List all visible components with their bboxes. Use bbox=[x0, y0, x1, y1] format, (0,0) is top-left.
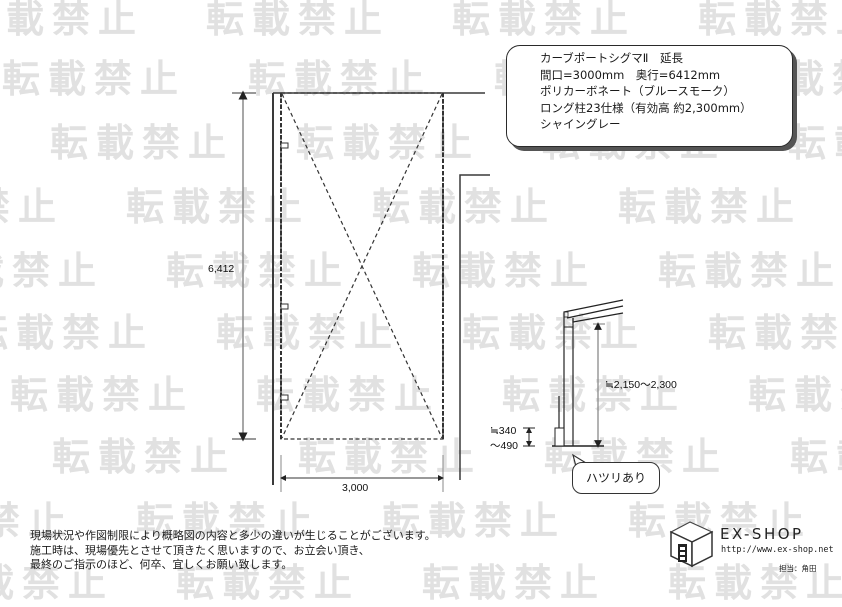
carport-roof-outline bbox=[280, 92, 444, 440]
step-label-min: ≒340 bbox=[490, 425, 517, 437]
step-label-max: ～490 bbox=[490, 440, 519, 452]
width-label: 3,000 bbox=[342, 482, 369, 494]
spec-roof-material: ポリカーボネート（ブルースモーク） bbox=[540, 84, 735, 98]
plan-view bbox=[232, 90, 490, 492]
spec-post-type: ロング柱23仕様（有効高 約2,300mm） bbox=[540, 100, 752, 115]
logo-url: http://www.ex-shop.net bbox=[721, 545, 834, 555]
staff-label: 担当：角田 bbox=[779, 564, 817, 573]
logo-name: EX-SHOP bbox=[720, 525, 804, 543]
hatsuri-callout: ハツリあり bbox=[572, 462, 660, 494]
post-marker bbox=[280, 142, 289, 149]
post-marker bbox=[280, 303, 289, 310]
depth-label: 6,412 bbox=[208, 263, 235, 275]
note-line: 現場状況や作図制限により概略図の内容と多少の違いが生じることがございます。 bbox=[30, 529, 436, 542]
curb bbox=[554, 427, 565, 447]
post-marker bbox=[280, 394, 289, 401]
roof-beam-bottom bbox=[572, 312, 624, 323]
right-boundary-wall bbox=[459, 174, 490, 480]
note-line: 施工時は、現場優先とさせて頂きたく思いますので、お立会い頂き、 bbox=[30, 543, 370, 557]
ex-shop-logo-icon bbox=[669, 521, 714, 568]
height-label: ≒2,150～2,300 bbox=[605, 379, 677, 391]
ex-shop-logo: EX-SHOP http://www.ex-shop.net 担当：角田 bbox=[666, 521, 836, 577]
spec-product-name: カーブポートシグマⅡ 延長 bbox=[540, 51, 683, 65]
spec-box: カーブポートシグマⅡ 延長 間口=3000mm 奥行=6412mm ポリカーボネ… bbox=[506, 45, 793, 147]
roof-beam-mid bbox=[566, 305, 624, 319]
spec-dimensions: 間口=3000mm 奥行=6412mm bbox=[540, 67, 721, 82]
beam-end bbox=[563, 311, 569, 318]
note-line: 最終のご指示のほど、何卒、宜しくお願い致します。 bbox=[30, 558, 293, 571]
notes: 現場状況や作図制限により概略図の内容と多少の違いが生じることがございます。 施工… bbox=[30, 529, 436, 573]
spec-color: シャイングレー bbox=[540, 117, 621, 131]
roof-diagonal bbox=[281, 93, 443, 439]
